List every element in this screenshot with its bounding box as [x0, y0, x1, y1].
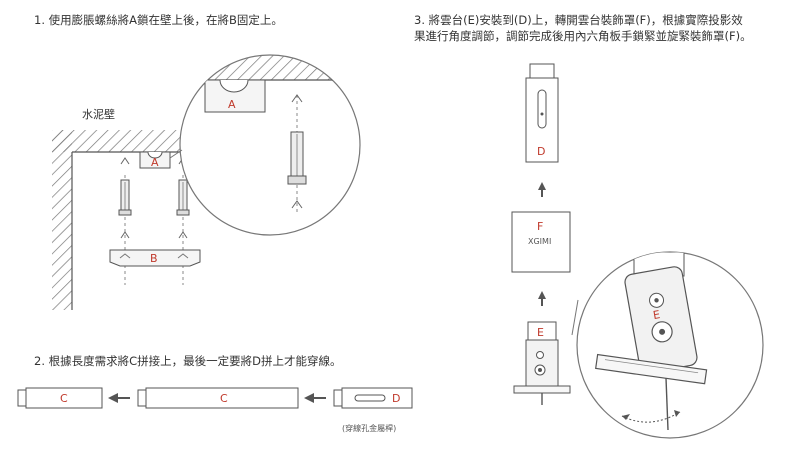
- bracket-a: A: [139, 151, 171, 169]
- mount-e-label: E: [537, 326, 544, 339]
- up-arrow-icon: [538, 182, 546, 190]
- up-arrow-icon: [178, 231, 188, 239]
- zoom-mount-e-label: E: [652, 308, 661, 322]
- pole-c-long-label: C: [220, 392, 228, 405]
- zoom-expansion-bolt: [287, 131, 307, 185]
- pole-c-short: C: [17, 387, 103, 409]
- step2-instruction: 2. 根據長度需求將C拼接上，最後一定要將D拼上才能穿線。: [34, 354, 342, 368]
- up-arrow-icon: [538, 291, 546, 299]
- plate-b-label: B: [150, 252, 158, 265]
- left-arrow-icon: [108, 393, 118, 403]
- pole-d-label: D: [392, 392, 400, 405]
- up-arrow-icon: [120, 157, 130, 165]
- zoom-bracket-a-label: A: [228, 98, 236, 111]
- mount-e: E: [513, 321, 571, 405]
- expansion-bolt-left: [118, 179, 132, 216]
- pole-c-short-label: C: [60, 392, 68, 405]
- step3-zoom-detail: E: [576, 251, 764, 439]
- plate-b: B: [109, 249, 201, 267]
- pole-d-vertical-label: D: [537, 145, 545, 158]
- expansion-bolt-right: [176, 179, 190, 216]
- pole-c-long: C: [137, 387, 299, 409]
- concrete-wall: [52, 130, 72, 310]
- step1-instruction: 1. 使用膨脹螺絲將A鎖在壁上後，在將B固定上。: [34, 13, 283, 27]
- cover-f-label: F: [537, 220, 543, 233]
- up-arrow-icon: [120, 231, 130, 239]
- step3-instruction-line1: 3. 將雲台(E)安裝到(D)上，轉開雲台裝飾罩(F)，根據實際投影效: [414, 13, 743, 27]
- step3-instruction-line2: 果進行角度調節，調節完成後用內六角板手鎖緊並旋緊裝飾罩(F)。: [414, 29, 752, 43]
- step3-diagram: D F XGIMI E: [511, 63, 764, 439]
- cover-brand-label: XGIMI: [528, 237, 551, 246]
- bracket-a-label: A: [151, 156, 159, 169]
- pole-d-note: (穿線孔金屬桿): [342, 423, 396, 433]
- step2-diagram: C C D (穿線孔金屬桿): [17, 387, 413, 433]
- pole-d: D: [333, 387, 413, 409]
- step1-zoom-detail: A: [169, 54, 361, 236]
- wall-label: 水泥壁: [82, 107, 115, 121]
- pole-d-vertical: D: [525, 63, 559, 163]
- left-arrow-icon: [304, 393, 314, 403]
- cover-f: F XGIMI: [511, 211, 571, 273]
